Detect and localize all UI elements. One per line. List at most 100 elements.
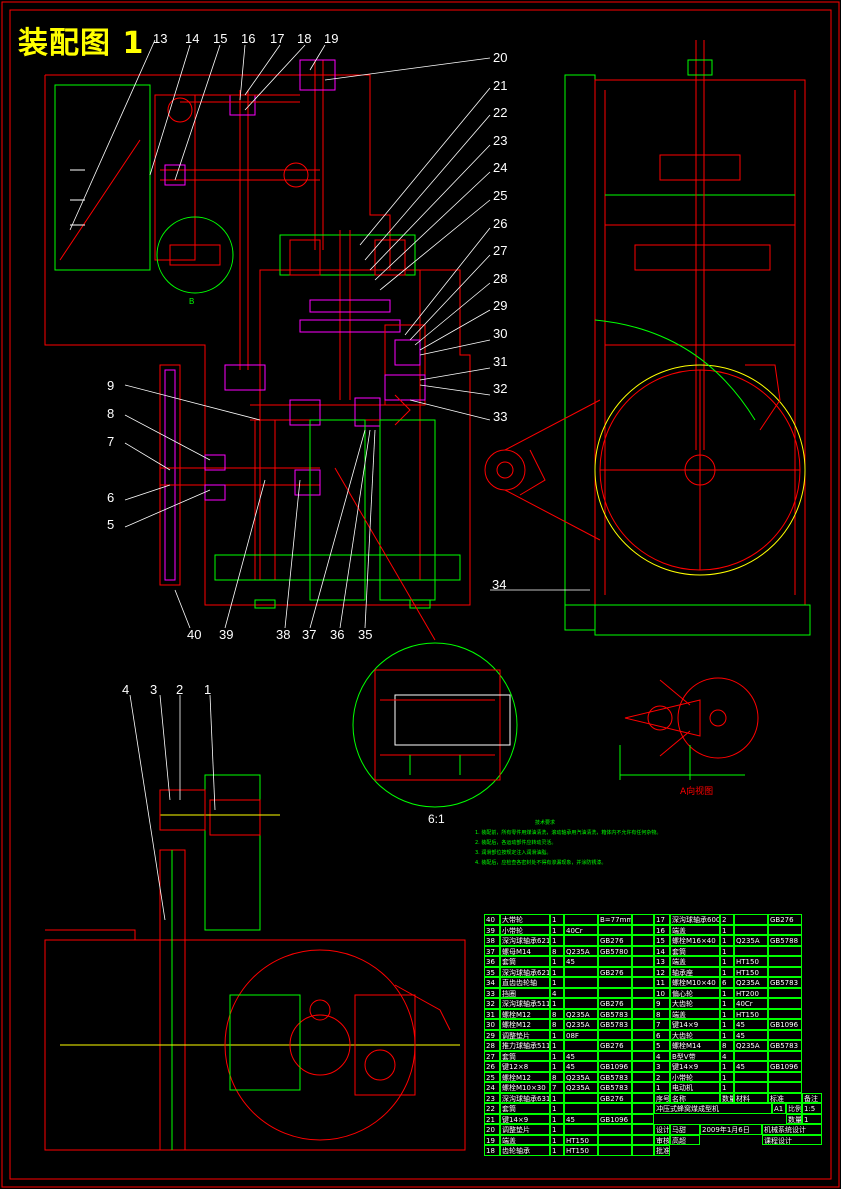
tech-req-line: 4. 装配后，应检查各密封处不得有渗漏现象，并涂防锈漆。 [475, 860, 607, 866]
bom-cell: Q235A [564, 1008, 598, 1019]
bom-cell: 螺母M14 [500, 945, 550, 956]
bom-cell: 2 [720, 914, 734, 925]
bom-cell [632, 1082, 654, 1093]
part-number-label: 14 [185, 31, 200, 46]
bom-cell: 深沟球轴承6210 [500, 966, 550, 977]
bom-cell: 08F [564, 1029, 598, 1040]
part-number-label: 13 [153, 31, 168, 46]
bom-cell: 端盖 [670, 924, 720, 935]
side-view [484, 40, 811, 636]
part-number-label: 36 [330, 627, 345, 642]
bom-cell [632, 1092, 654, 1103]
bom-header-cell: 材料 [734, 1092, 768, 1103]
bom-cell: 40 [484, 914, 500, 925]
bom-cell [564, 998, 598, 1009]
bom-cell: GB5783 [768, 977, 802, 988]
bom-cell: 齿轮轴承 [500, 1145, 550, 1156]
bom-cell: 45 [734, 1019, 768, 1030]
part-number-label: 21 [493, 77, 508, 93]
leader-lines [69, 39, 590, 921]
bom-cell [734, 914, 768, 925]
bom-cell [632, 1008, 654, 1019]
bom-cell: 1 [654, 1082, 670, 1093]
bom-cell: 7 [550, 1082, 564, 1093]
bom-cell: 端盖 [670, 956, 720, 967]
bom-cell: 22 [484, 1103, 500, 1114]
bom-cell: 深沟球轴承6314 [500, 1092, 550, 1103]
bom-cell: 键12×8 [500, 1061, 550, 1072]
technical-requirements: 技术要求 1. 装配前，所有零件用煤油清洗，滚动轴承用汽油清洗，箱体内不允许有任… [475, 818, 775, 868]
part-number-label: 33 [493, 408, 508, 424]
tech-req-line: 2. 装配后，各运动部件应转动灵活。 [475, 840, 557, 846]
bom-cell: 1 [720, 1029, 734, 1040]
bom-cell [632, 998, 654, 1009]
bom-cell: 1 [550, 1029, 564, 1040]
bom-cell: 套筒 [500, 1103, 550, 1114]
bom-cell: 套筒 [500, 956, 550, 967]
bom-cell: 大齿轮 [670, 998, 720, 1009]
bom-cell: 45 [734, 1061, 768, 1072]
bom-cell: 1 [550, 935, 564, 946]
scale-label: 比例 [786, 1103, 802, 1114]
bom-cell [632, 987, 654, 998]
bom-cell: 30 [484, 1019, 500, 1030]
bom-cell: GB276 [598, 935, 632, 946]
bom-cell: 9 [654, 998, 670, 1009]
bom-cell: 1 [720, 998, 734, 1009]
bom-cell: 螺栓M12 [500, 1071, 550, 1082]
design-date: 2009年1月6日 [700, 1124, 762, 1135]
bom-cell: 8 [550, 945, 564, 956]
bom-cell [768, 998, 802, 1009]
bom-cell [632, 1029, 654, 1040]
bom-cell: 2 [654, 1071, 670, 1082]
bom-cell [564, 1103, 598, 1114]
bom-cell: GB5783 [598, 1071, 632, 1082]
bom-cell: 1 [720, 924, 734, 935]
bom-cell: HT150 [734, 966, 768, 977]
part-number-label: 38 [276, 627, 291, 642]
bom-cell: 套筒 [670, 945, 720, 956]
bom-cell: 1 [550, 1092, 564, 1103]
bom-cell [564, 977, 598, 988]
bom-cell: 1 [550, 1050, 564, 1061]
bom-cell [768, 1008, 802, 1019]
bom-cell: 螺栓M12 [500, 1019, 550, 1030]
qty-label: 数量 [786, 1113, 802, 1124]
part-number-label: 7 [107, 434, 115, 449]
bom-cell: GB1096 [598, 1113, 632, 1124]
inner-border [9, 9, 832, 1180]
bom-cell: 26 [484, 1061, 500, 1072]
bom-cell [564, 1092, 598, 1103]
bom-cell: HT150 [734, 956, 768, 967]
course-name: 机械系统设计 [762, 1124, 822, 1135]
bom-cell [768, 987, 802, 998]
bom-cell [768, 956, 802, 967]
bom-cell: 10 [654, 987, 670, 998]
part-number-label: 2 [176, 682, 184, 697]
bom-cell: Q235A [564, 945, 598, 956]
bom-cell: GB276 [598, 1040, 632, 1051]
bom-header-cell: 名称 [670, 1092, 720, 1103]
bom-cell: 15 [654, 935, 670, 946]
course-name-2: 课程设计 [762, 1134, 822, 1145]
bom-cell [598, 956, 632, 967]
bom-cell [734, 1050, 768, 1061]
bom-cell: 1 [720, 1071, 734, 1082]
bom-cell: 4 [654, 1050, 670, 1061]
tech-req-line: 3. 润滑部位按规定注入润滑油脂。 [475, 850, 552, 856]
bom-cell [632, 1103, 654, 1114]
bom-cell: 45 [734, 1029, 768, 1040]
bom-cell [598, 924, 632, 935]
bom-cell: GB1096 [598, 1061, 632, 1072]
bom-cell: GB1096 [768, 1061, 802, 1072]
qty-value: 1 [802, 1113, 822, 1124]
bom-cell [632, 956, 654, 967]
part-number-label: 16 [241, 31, 256, 46]
part-number-label: 27 [493, 243, 508, 259]
bom-cell: B=77mm [598, 914, 632, 925]
bom-cell: 大齿轮 [670, 1029, 720, 1040]
part-number-label: 6 [107, 490, 115, 505]
bom-cell: Q235A [564, 1019, 598, 1030]
bom-cell [632, 1145, 654, 1156]
